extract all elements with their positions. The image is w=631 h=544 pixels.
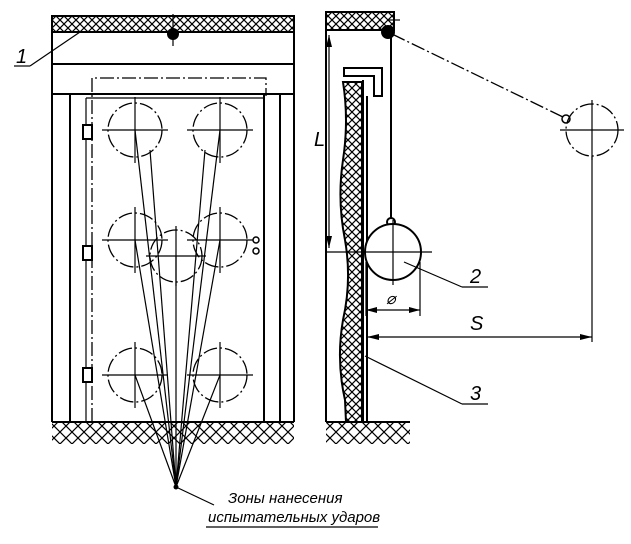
dimension-L-label: L (314, 129, 325, 151)
impact-zones (102, 97, 253, 408)
callout-1: 1 (14, 31, 81, 68)
impact-leader-lines (134, 129, 221, 506)
caption-line-1: Зоны нанесения (228, 490, 343, 507)
dimension-S-label: S (470, 313, 484, 335)
raised-pendulum (391, 33, 624, 160)
pendulum-pivot (381, 25, 395, 39)
floor-hatch-left (52, 422, 294, 444)
hinge-middle (82, 245, 93, 261)
dimension-S: S (367, 156, 593, 342)
ceiling-hatch-right (325, 11, 395, 31)
callout-3: 3 (364, 355, 488, 405)
floor-hatch-right (326, 422, 410, 444)
callout-3-label: 3 (470, 383, 481, 405)
door-side-view: L ⌀ S (314, 11, 624, 444)
caption-line-2: испытательных ударов (208, 509, 380, 526)
hinge-bottom (82, 367, 93, 383)
callout-2: 2 (403, 261, 488, 288)
callout-2-label: 2 (469, 266, 481, 288)
diameter-label: ⌀ (386, 291, 397, 308)
door-head-bracket (343, 67, 383, 97)
impact-zone-caption: Зоны нанесения испытательных ударов (206, 490, 380, 528)
callout-1-label: 1 (16, 46, 27, 68)
door-front-view (51, 14, 295, 506)
dimension-diameter: ⌀ (365, 262, 421, 316)
door-lock (252, 236, 260, 244)
hinge-top (82, 124, 93, 140)
dimension-L: L (314, 35, 332, 248)
